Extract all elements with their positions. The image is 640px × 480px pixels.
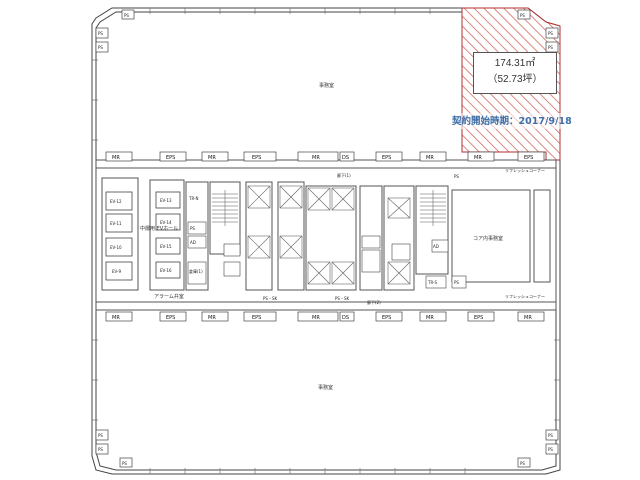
svg-text:MR: MR bbox=[312, 155, 320, 161]
shafts bbox=[247, 185, 411, 285]
corridor-2-label: 廊下(2) bbox=[367, 299, 381, 305]
svg-text:PS: PS bbox=[98, 31, 103, 36]
svg-text:EV-10: EV-10 bbox=[110, 245, 122, 250]
bottom-utility-strip bbox=[105, 311, 545, 322]
svg-text:AD: AD bbox=[190, 240, 196, 245]
svg-text:PS: PS bbox=[520, 13, 525, 18]
contract-start-label: 契約開始時期：2017/9/18 bbox=[452, 113, 592, 129]
svg-text:AD: AD bbox=[433, 244, 439, 249]
corridor-1-label: 廊下(1) bbox=[337, 172, 351, 178]
svg-text:PS: PS bbox=[98, 433, 103, 438]
top-utility-strip bbox=[105, 151, 545, 162]
svg-text:EPS: EPS bbox=[252, 315, 261, 321]
svg-text:MR: MR bbox=[426, 155, 434, 161]
svg-text:MR: MR bbox=[474, 155, 482, 161]
svg-text:TR-S: TR-S bbox=[427, 280, 438, 285]
svg-text:EV-15: EV-15 bbox=[160, 244, 172, 249]
svg-text:EV-9: EV-9 bbox=[112, 269, 121, 274]
interior-boxes bbox=[187, 221, 467, 289]
svg-text:DS: DS bbox=[342, 315, 349, 321]
svg-text:MR: MR bbox=[112, 155, 120, 161]
ps-sk-2-label: PS・SK bbox=[335, 296, 349, 301]
office-top-label: 事務室 bbox=[319, 82, 334, 89]
svg-text:PS: PS bbox=[548, 447, 553, 452]
core-walls bbox=[95, 159, 557, 311]
svg-text:EPS: EPS bbox=[252, 155, 261, 161]
svg-text:PS: PS bbox=[548, 433, 553, 438]
svg-text:EPS: EPS bbox=[524, 155, 533, 161]
svg-text:EPS: EPS bbox=[166, 155, 175, 161]
svg-text:PS: PS bbox=[190, 226, 195, 231]
svg-text:MR: MR bbox=[426, 315, 434, 321]
tag-labels: MR EPS MR EPS MR DS EPS MR MR EPS MR EPS… bbox=[98, 13, 553, 466]
svg-text:EPS: EPS bbox=[166, 315, 175, 321]
svg-text:PS: PS bbox=[122, 461, 127, 466]
svg-text:MR: MR bbox=[524, 315, 532, 321]
elevators-left bbox=[105, 191, 181, 281]
area-tsubo: （52.73坪） bbox=[487, 74, 543, 85]
refresh-top-label: リフレッシュコーナー bbox=[505, 167, 545, 173]
svg-text:EV-16: EV-16 bbox=[160, 268, 172, 273]
svg-text:MR: MR bbox=[112, 315, 120, 321]
room-labels: 事務室 事務室 コア内事務室 中層用 EVホール アラーム弁室 リフレッシュコー… bbox=[140, 82, 545, 391]
corner-ps-boxes bbox=[95, 9, 559, 468]
ps-sk-1-label: PS・SK bbox=[263, 296, 277, 301]
alarm-valve-label: アラーム弁室 bbox=[154, 293, 184, 300]
svg-text:MR: MR bbox=[312, 315, 320, 321]
svg-text:EV-13: EV-13 bbox=[160, 198, 172, 203]
svg-text:DS: DS bbox=[342, 155, 349, 161]
stair-left bbox=[212, 190, 238, 226]
svg-text:EV-11: EV-11 bbox=[110, 221, 122, 226]
svg-text:PS: PS bbox=[98, 45, 103, 50]
area-size: 174.31㎡ bbox=[494, 58, 536, 69]
svg-text:EPS: EPS bbox=[382, 155, 391, 161]
svg-text:EV-12: EV-12 bbox=[110, 199, 122, 204]
refresh-bottom-label: リフレッシュコーナー bbox=[505, 293, 545, 299]
svg-text:MR: MR bbox=[208, 155, 216, 161]
storage-1-label: 倉庫(1) bbox=[189, 268, 203, 274]
svg-text:TR-N: TR-N bbox=[188, 196, 199, 201]
core-office-label: コア内事務室 bbox=[473, 235, 503, 242]
office-bottom-label: 事務室 bbox=[318, 384, 333, 391]
svg-text:EPS: EPS bbox=[382, 315, 391, 321]
svg-text:EV-14: EV-14 bbox=[160, 220, 172, 225]
stair-right bbox=[420, 190, 446, 226]
svg-text:PS: PS bbox=[520, 461, 525, 466]
svg-text:PS: PS bbox=[548, 45, 553, 50]
svg-text:PS: PS bbox=[454, 280, 459, 285]
svg-text:PS: PS bbox=[548, 31, 553, 36]
svg-text:PS: PS bbox=[124, 13, 129, 18]
svg-text:PS: PS bbox=[98, 447, 103, 452]
svg-text:PS: PS bbox=[454, 174, 459, 179]
svg-text:MR: MR bbox=[208, 315, 216, 321]
svg-text:EPS: EPS bbox=[474, 315, 483, 321]
elevator-hall-label: 中層用 EVホール bbox=[140, 225, 178, 232]
area-info-box: 174.31㎡ （52.73坪） bbox=[473, 52, 557, 94]
